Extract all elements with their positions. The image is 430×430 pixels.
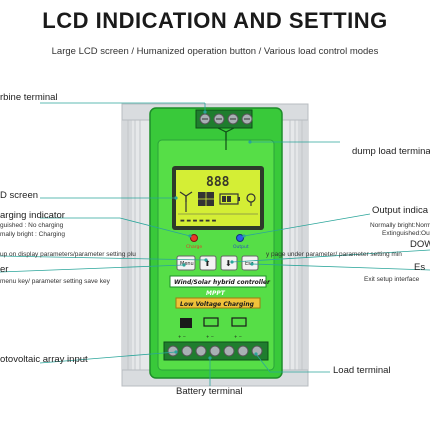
label-lcd-screen: D screen — [0, 190, 39, 201]
lcd-bulb-icon — [246, 193, 256, 206]
lcd-solar-panel-icon — [198, 192, 214, 206]
svg-text:+ −: + − — [206, 334, 214, 339]
label-turbine-terminal: rbine terminal — [0, 92, 58, 103]
label-battery-terminal: Battery terminal — [176, 386, 243, 397]
lcd-digits: 888 — [206, 175, 230, 190]
label-down: DOW — [410, 239, 430, 250]
label-charging-extinguished: guished : No charging — [0, 222, 64, 229]
page-subtitle: Large LCD screen / Humanized operation b… — [51, 46, 379, 57]
charge-indicator: Charge — [186, 234, 202, 250]
label-menu: er — [0, 264, 9, 275]
down-button[interactable] — [220, 255, 238, 271]
page-title: LCD INDICATION AND SETTING — [42, 8, 388, 33]
svg-text:⬆: ⬆ — [204, 259, 211, 268]
up-button[interactable] — [199, 255, 217, 271]
svg-text:MPPT: MPPT — [206, 290, 226, 297]
label-esc-description: Exit setup interface — [364, 276, 420, 283]
label-output-extinguished: Extinguished:Out — [382, 230, 430, 237]
label-output-indicator: Output indica — [372, 205, 428, 216]
lcd-wind-icon — [179, 191, 193, 212]
front-panel — [149, 107, 283, 379]
label-esc: Es — [414, 262, 426, 273]
esc-button[interactable] — [241, 255, 259, 271]
label-down-description: y page under parameter/ parameter settin… — [266, 251, 402, 258]
output-indicator: Output — [233, 234, 249, 250]
bottom-terminal-block — [163, 341, 269, 361]
wind-turbine-icon — [217, 127, 235, 150]
svg-text:Low Voltage Charging: Low Voltage Charging — [180, 301, 255, 308]
svg-text:+ −: + − — [234, 334, 242, 339]
turbine-terminal-block — [195, 109, 253, 150]
label-dump-load-terminal: dump load terminal — [352, 146, 430, 157]
svg-text:Charge: Charge — [186, 244, 202, 250]
label-output-normal: Normally bright:Normal o — [370, 222, 430, 229]
label-menu-description: menu key/ parameter setting save key — [0, 278, 110, 285]
label-charging-indicator: arging indicator — [0, 210, 65, 221]
solar-icon — [180, 318, 192, 328]
branding: Wind/Solar hybrid controller MPPT Low Vo… — [169, 275, 271, 309]
label-load-terminal: Load terminal — [333, 365, 391, 376]
battery-icon — [203, 317, 219, 327]
label-pv-input: otovoltaic array input — [0, 354, 88, 365]
svg-text:▬ ▬ ▬ ▬ ▬ ▬: ▬ ▬ ▬ ▬ ▬ ▬ — [180, 218, 217, 224]
svg-text:Esc: Esc — [245, 261, 254, 267]
bottom-icons: + − + − + − — [178, 317, 247, 339]
label-up-description: up on display parameters/parameter setti… — [0, 251, 136, 258]
svg-text:+ −: + − — [178, 334, 186, 339]
svg-text:Output: Output — [233, 244, 249, 250]
lcd-battery-icon — [219, 193, 240, 205]
svg-text:⬇: ⬇ — [225, 259, 232, 268]
load-icon — [231, 317, 247, 327]
label-charging-normal: mally bright : Charging — [0, 231, 66, 238]
callout-lines — [0, 102, 430, 386]
lcd-screen: 888 ▬ ▬ ▬ ▬ ▬ ▬ — [172, 166, 264, 230]
svg-text:Menu: Menu — [180, 261, 194, 267]
svg-text:Wind/Solar hybrid controller: Wind/Solar hybrid controller — [174, 279, 271, 286]
